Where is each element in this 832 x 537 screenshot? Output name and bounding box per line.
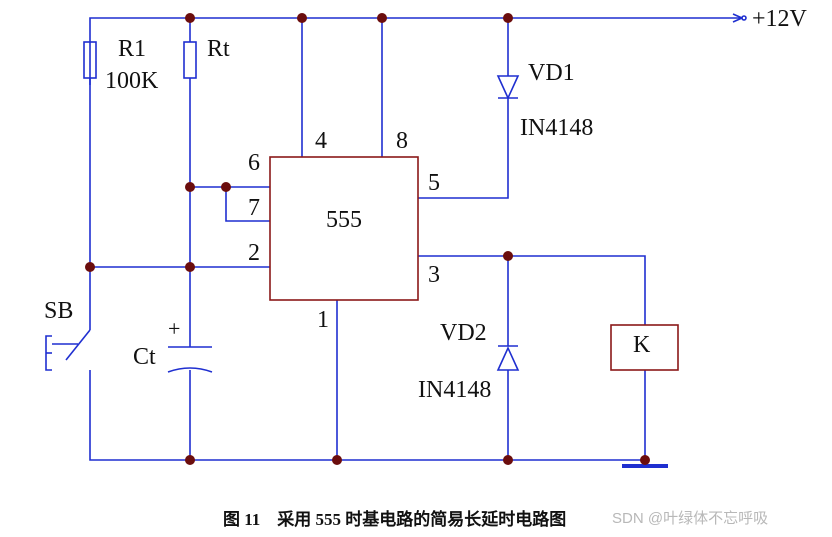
junction-dot <box>85 262 95 272</box>
top-rail-wire <box>89 17 742 85</box>
r1-resistor <box>83 41 97 79</box>
pin3-wire <box>418 255 646 325</box>
caption-text: 图 11 采用 555 时基电路的简易长延时电路图 <box>223 510 567 529</box>
junction-dot <box>185 13 195 23</box>
sb-switch <box>45 329 91 371</box>
supply-terminal <box>732 13 747 23</box>
ct-capacitor <box>167 346 213 373</box>
pin-6-label: 6 <box>248 150 260 176</box>
r1-value-label: 100K <box>105 68 159 94</box>
vd2-part-label: IN4148 <box>418 377 491 403</box>
figure-caption: 图 11 采用 555 时基电路的简易长延时电路图 SDN @叶绿体不忘呼吸 <box>0 505 832 533</box>
ic-555-body <box>269 156 419 301</box>
junction-dot <box>185 182 195 192</box>
switch-name-label: SB <box>44 298 73 324</box>
pin-8-label: 8 <box>396 128 408 154</box>
cap-polarity-label: + <box>168 316 180 341</box>
pin5-wire <box>418 98 509 199</box>
pin7-wire <box>225 187 270 222</box>
cap-name-label: Ct <box>133 344 156 370</box>
relay-k-coil <box>610 324 679 371</box>
rt-resistor <box>183 41 197 79</box>
junction-dot <box>377 13 387 23</box>
junction-dots <box>85 13 650 465</box>
junction-dot <box>503 251 513 261</box>
rt-name-label: Rt <box>207 36 230 62</box>
pin-2-label: 2 <box>248 240 260 266</box>
junction-dot <box>185 262 195 272</box>
pin-7-label: 7 <box>248 195 260 221</box>
junction-dot <box>185 455 195 465</box>
r1-name-label: R1 <box>118 36 146 62</box>
switch-bottom-wire <box>89 370 646 461</box>
junction-dot <box>503 455 513 465</box>
vd1-diode <box>496 75 520 100</box>
pin-5-label: 5 <box>428 170 440 196</box>
junction-dot <box>503 13 513 23</box>
junction-dot <box>640 455 650 465</box>
junction-dot <box>332 455 342 465</box>
supply-label: +12V <box>752 6 808 32</box>
watermark-text: SDN @叶绿体不忘呼吸 <box>612 510 769 527</box>
vd2-name-label: VD2 <box>440 320 487 346</box>
pin-1-label: 1 <box>317 307 329 333</box>
wires <box>89 17 742 466</box>
vd1-name-label: VD1 <box>528 60 575 86</box>
junction-dot <box>221 182 231 192</box>
junction-dot <box>297 13 307 23</box>
pin-4-label: 4 <box>315 128 327 154</box>
pin-3-label: 3 <box>428 262 440 288</box>
ic-name-label: 555 <box>326 207 362 233</box>
relay-name-label: K <box>633 332 651 358</box>
vd2-diode <box>496 345 520 371</box>
vd1-part-label: IN4148 <box>520 115 593 141</box>
